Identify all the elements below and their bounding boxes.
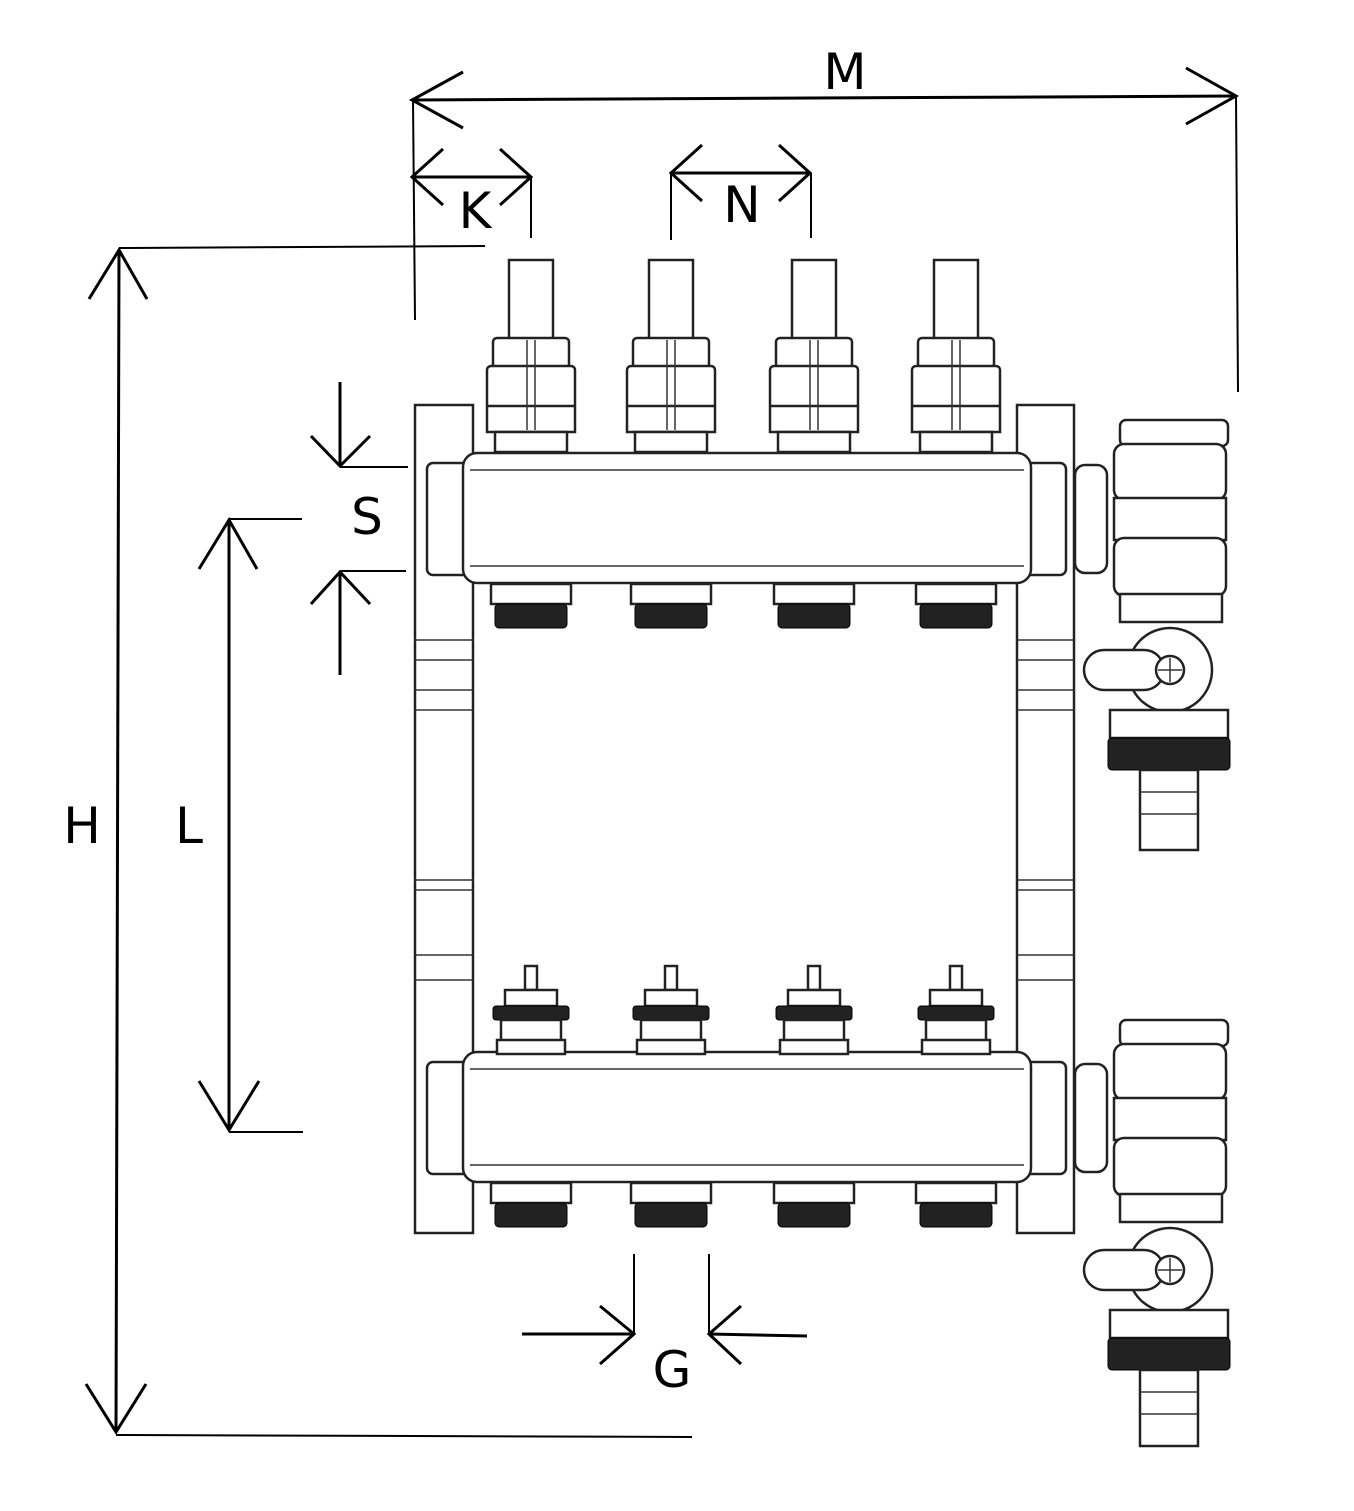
dim-H <box>84 245 693 1438</box>
label-H: H <box>63 797 101 855</box>
flow-meter-3 <box>768 258 860 454</box>
flow-meter-2 <box>625 258 717 454</box>
bottom-ball-valve-assembly <box>1073 1018 1231 1448</box>
label-K: K <box>459 182 493 240</box>
top-outlet-2 <box>629 582 713 629</box>
top-outlet-3 <box>772 582 856 629</box>
bottom-outlet-1 <box>489 1181 573 1228</box>
dim-S <box>309 382 408 675</box>
dim-G <box>522 1254 808 1366</box>
top-outlet-4 <box>914 582 998 629</box>
dim-K <box>409 147 534 238</box>
flow-meter-1 <box>485 258 577 454</box>
dimension-lines <box>84 66 1240 1438</box>
flow-meter-4 <box>910 258 1002 454</box>
valve-insert-3 <box>775 964 853 1056</box>
valve-inserts <box>492 964 995 1056</box>
dim-N <box>668 143 813 240</box>
top-outlet-threads <box>489 582 998 629</box>
label-S: S <box>351 488 383 546</box>
label-M: M <box>823 43 866 101</box>
label-N: N <box>723 176 760 234</box>
bottom-outlet-2 <box>629 1181 713 1228</box>
valve-insert-1 <box>492 964 570 1056</box>
label-G: G <box>653 1341 692 1399</box>
bottom-outlet-4 <box>914 1181 998 1228</box>
dimension-labels: M K N S H L G <box>63 43 866 1399</box>
label-L: L <box>175 797 203 855</box>
bottom-outlet-threads <box>489 1181 998 1228</box>
bottom-header-bar <box>425 1050 1068 1184</box>
top-ball-valve-assembly <box>1073 418 1231 852</box>
top-header-bar <box>425 451 1068 585</box>
top-outlet-1 <box>489 582 573 629</box>
bottom-outlet-3 <box>772 1181 856 1228</box>
dim-M <box>408 66 1240 393</box>
flow-meters <box>485 258 1002 454</box>
dim-L <box>197 517 303 1133</box>
valve-insert-4 <box>917 964 995 1056</box>
valve-insert-2 <box>632 964 710 1056</box>
